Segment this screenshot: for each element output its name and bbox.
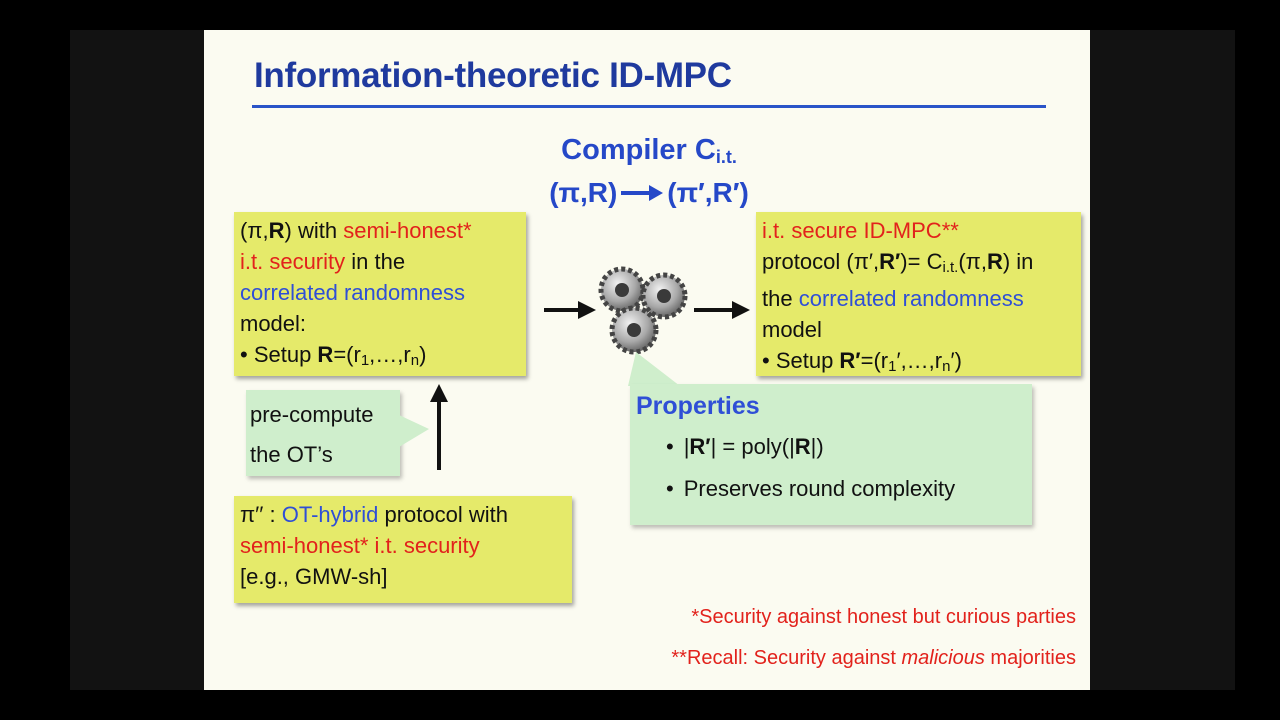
slide-title: Information-theoretic ID-MPC [254, 56, 732, 95]
slide: Information-theoretic ID-MPC Compiler Ci… [204, 30, 1090, 690]
precompute-line1: pre-compute [250, 402, 374, 427]
input-protocol-box: (π,R) with semi-honest* i.t. security in… [234, 212, 526, 376]
title-underline [252, 105, 1046, 108]
precompute-callout: pre-compute the OT’s [246, 390, 400, 476]
video-letterbox-left [70, 30, 204, 690]
compiler-label: Compiler C [561, 134, 716, 166]
input-protocol-line2: i.t. security in the [240, 249, 406, 274]
output-protocol-line1: i.t. secure ID-MPC** [762, 218, 959, 243]
ot-hybrid-line3: [e.g., GMW-sh] [240, 564, 388, 589]
ot-hybrid-line1: π′′ : OT-hybrid protocol with [240, 502, 508, 527]
arrow-from-compiler-icon [694, 301, 750, 319]
gears-icon [598, 266, 688, 355]
input-protocol-line4: model: [240, 311, 307, 336]
right-arrow-icon [621, 185, 664, 201]
precompute-line2: the OT’s [250, 442, 333, 467]
compiler-input: (π,R) [549, 177, 618, 208]
properties-callout-pointer [628, 352, 680, 386]
properties-item-rounds: •Preserves round complexity [666, 476, 956, 501]
semi-honest-label: semi-honest* [343, 218, 472, 243]
output-protocol-box: i.t. secure ID-MPC** protocol (π′,R′)= C… [756, 212, 1081, 376]
output-protocol-line3: the correlated randomness [762, 286, 1024, 311]
precompute-callout-pointer [399, 415, 429, 447]
arrow-to-compiler-icon [544, 301, 596, 319]
footnote-semi-honest: *Security against honest but curious par… [691, 606, 1076, 628]
properties-title: Properties [636, 392, 760, 420]
output-protocol-line4: model [762, 317, 822, 342]
input-protocol-setup: • Setup R=(r1,…,rn) [240, 342, 427, 369]
properties-item-size: •|R′| = poly(|R|) [666, 434, 824, 459]
ot-hybrid-box: π′′ : OT-hybrid protocol with semi-hones… [234, 496, 572, 603]
input-protocol-line1: (π,R) with semi-honest* [240, 218, 472, 243]
properties-callout: Properties •|R′| = poly(|R|) •Preserves … [630, 384, 1032, 525]
compiler-subscript: i.t. [715, 147, 737, 167]
up-arrow-icon [430, 384, 448, 470]
ot-hybrid-line2: semi-honest* i.t. security [240, 533, 480, 558]
input-protocol-line3: correlated randomness [240, 280, 466, 305]
compiler-heading: Compiler Ci.t. (π,R) (π′,R′) [474, 132, 824, 211]
output-protocol-setup: • Setup R′=(r1′,…,rn′) [762, 348, 962, 375]
footnote-malicious: **Recall: Security against malicious maj… [671, 647, 1076, 669]
output-protocol-line2: protocol (π′,R′)= Ci.t.(π,R) in [762, 249, 1034, 276]
compiler-output: (π′,R′) [667, 177, 749, 208]
video-letterbox-right [1090, 30, 1235, 690]
